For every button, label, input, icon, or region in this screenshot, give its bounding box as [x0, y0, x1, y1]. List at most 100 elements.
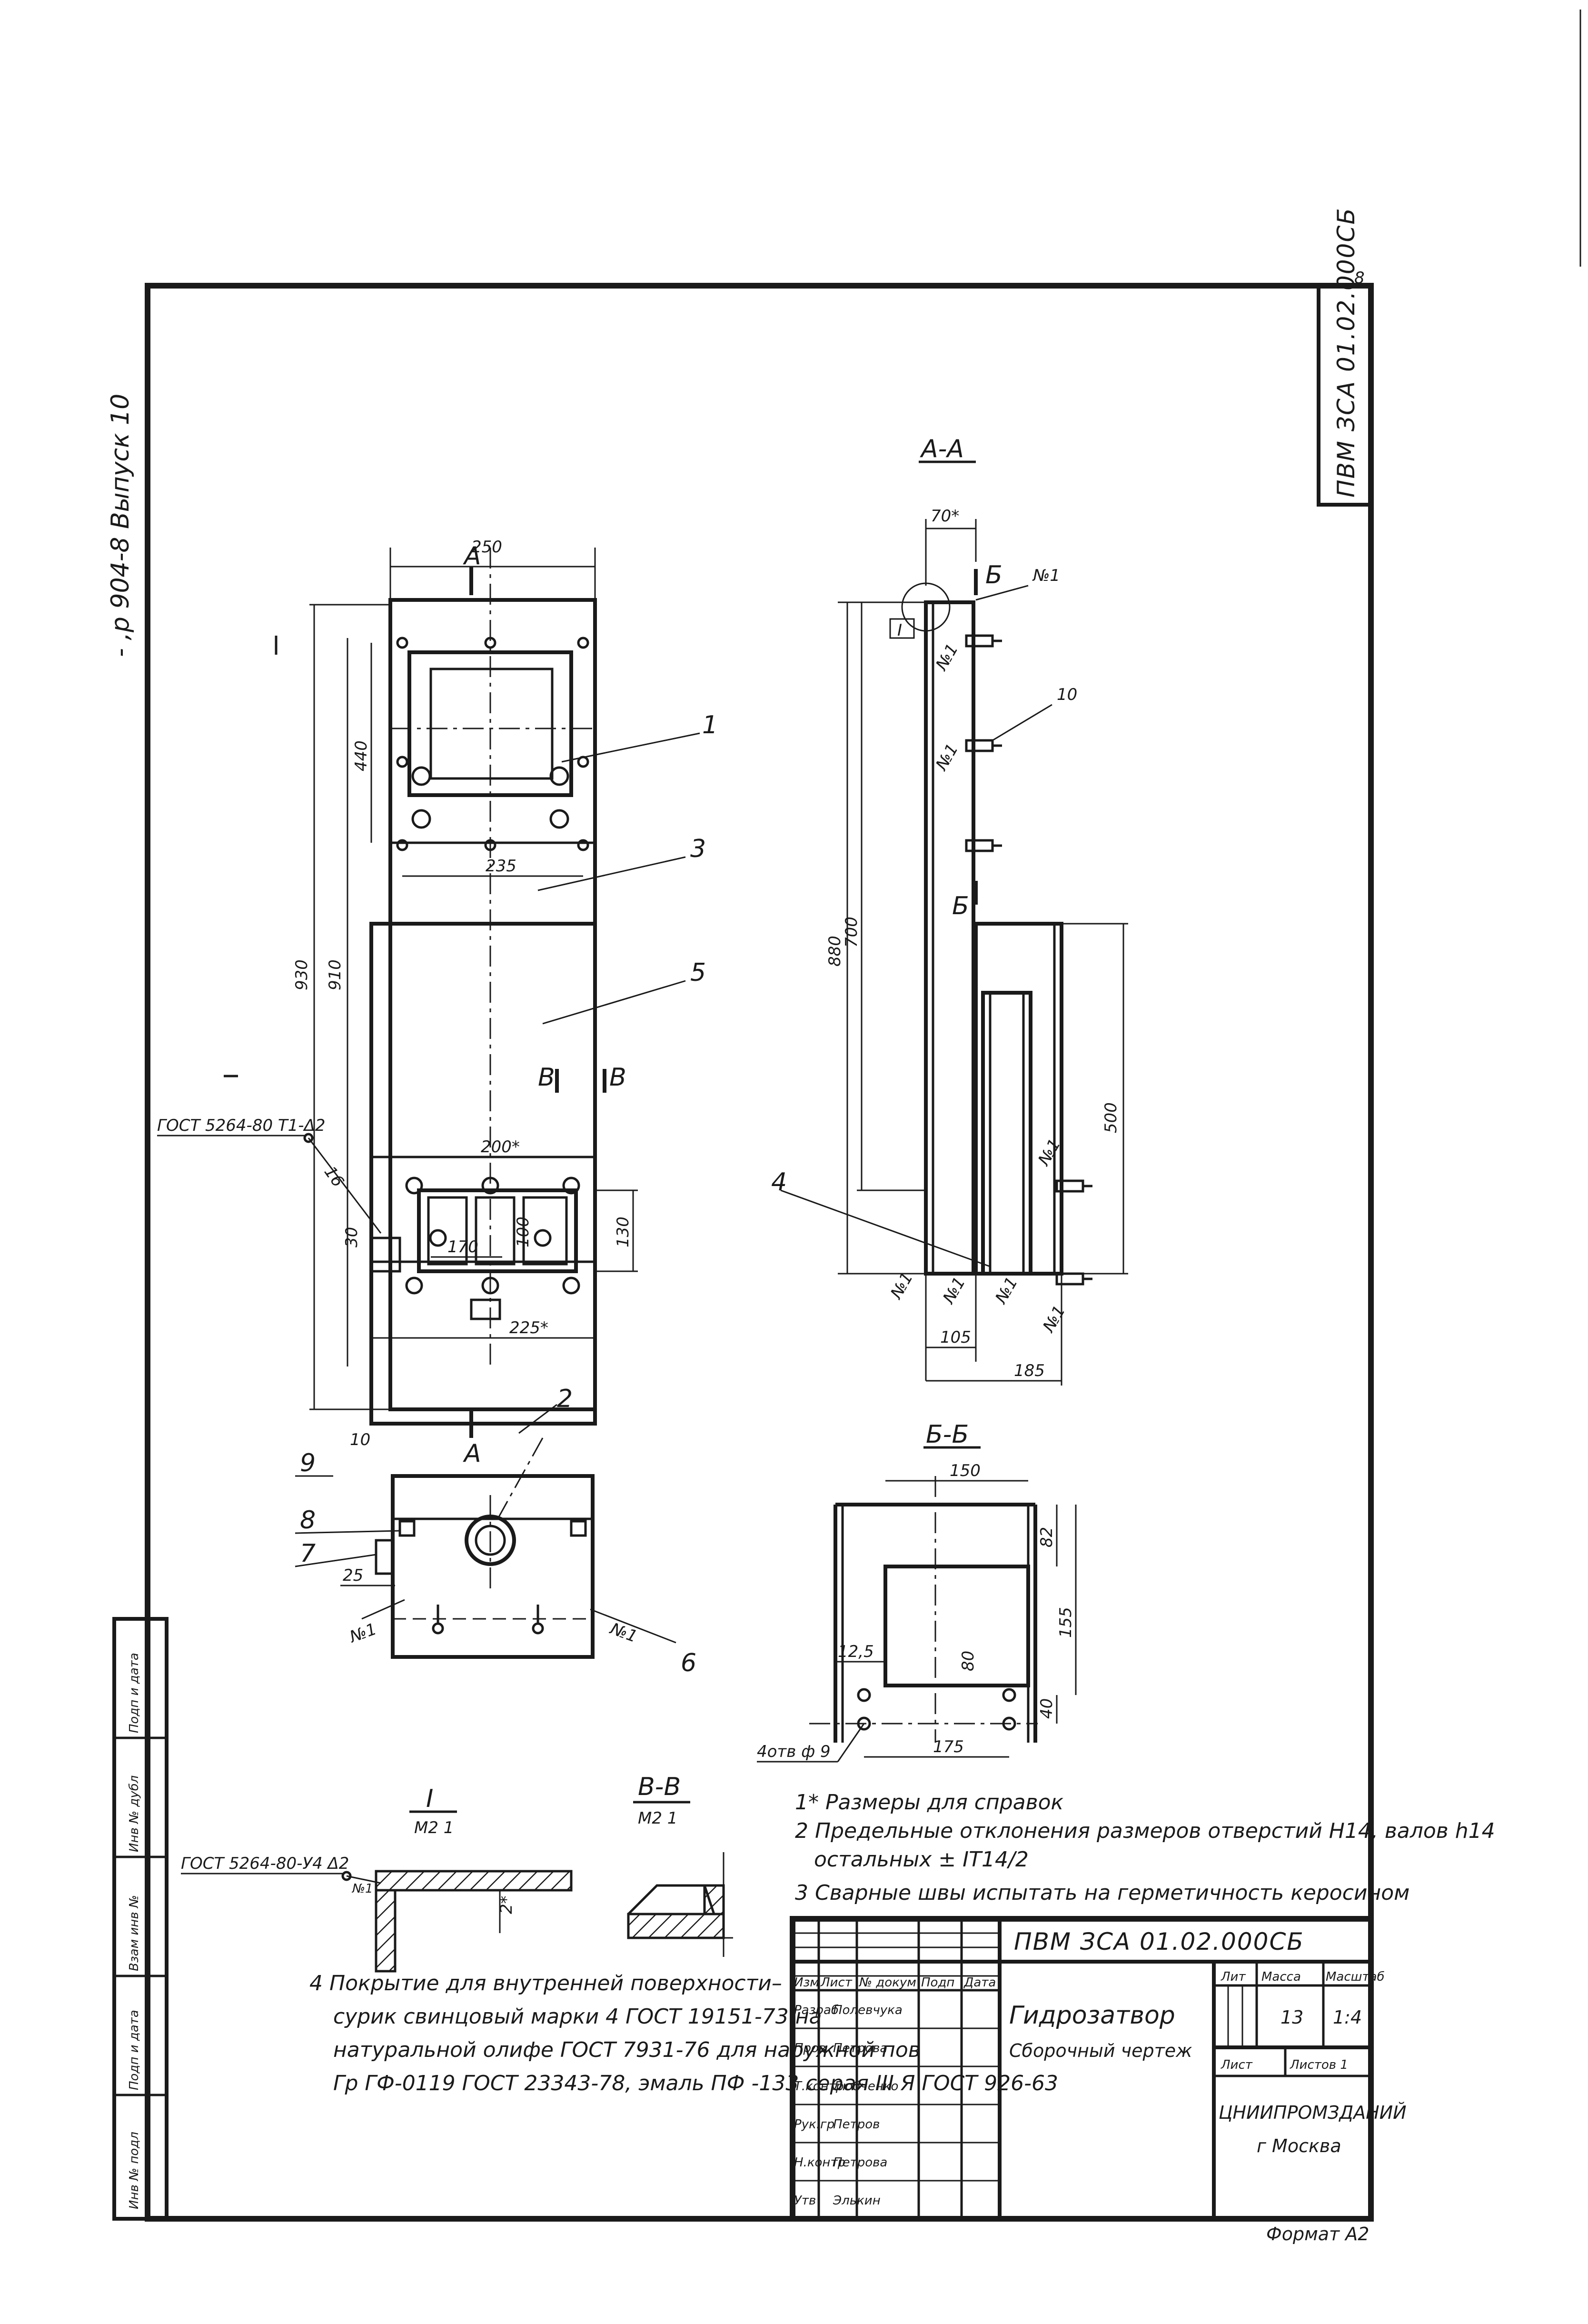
dim-front-250: 250 — [471, 538, 502, 557]
aa-balloon-10: 10 — [1057, 685, 1077, 704]
dim-front-16: 16 — [320, 1163, 348, 1190]
strip-label-0: Инв № подл — [127, 2132, 141, 2209]
strip-label-4: Подп и дата — [127, 1653, 141, 1733]
detail-scale: М2 1 — [414, 1818, 454, 1837]
detail-weld-sym: №1 — [351, 1882, 373, 1896]
tb-name-5: Элькин — [833, 2194, 881, 2208]
dim-front-200: 200* — [481, 1137, 520, 1157]
tb-hdr-scale: Масштаб — [1326, 1970, 1385, 1984]
dim-aa-185: 185 — [1014, 1361, 1045, 1380]
aa-bolts — [965, 634, 1092, 1286]
tb-role-1: Пров — [794, 2041, 826, 2055]
section-mark-v-left: В — [538, 1063, 555, 1092]
dim-bb-82: 82 — [1037, 1527, 1056, 1547]
tb-hdr-lit: Лит — [1221, 1970, 1246, 1984]
section-mark-v-right: В — [609, 1063, 626, 1092]
note-4b: сурик свинцовый марки 4 ГОСТ 19151-73 на — [333, 2005, 822, 2029]
tb-hdr-list: Лист — [820, 1975, 853, 1990]
tb-sheets: Листов 1 — [1290, 2058, 1348, 2072]
tb-hdr-izm: Изм — [794, 1975, 819, 1990]
aa-weld-8: №1 — [1032, 566, 1060, 585]
tb-role-5: Утв — [794, 2194, 816, 2208]
aa-weld-2: №1 — [932, 740, 962, 774]
balloon-8: 8 — [300, 1506, 316, 1535]
detail-weld-gost: ГОСТ 5264-80-У4 Δ2 — [181, 1854, 349, 1873]
front-view: А А В В 250 235 930 910 440 200* 170 100 — [157, 538, 718, 1468]
section-bb: Б-Б 150 82 155 40 12,5 80 175 4отв ф 9 — [757, 1420, 1077, 1763]
tb-scale: 1:4 — [1333, 2007, 1362, 2028]
section-aa: А-А I Б Б — [771, 435, 1128, 1386]
dim-front-170: 170 — [447, 1237, 478, 1257]
tb-mass: 13 — [1280, 2007, 1303, 2028]
dim-aa-500: 500 — [1102, 1102, 1121, 1133]
aa-weld-4: №1 — [939, 1274, 969, 1307]
left-approval-strip: Инв № подл Подп и дата Взам инв № Инв № … — [112, 1617, 169, 2221]
top-code-text: ПВМ ЗСА 01.02.000СБ — [1332, 207, 1360, 498]
dim-bb-175: 175 — [933, 1737, 964, 1756]
sheet-format: Формат А2 — [1266, 2224, 1369, 2244]
tb-name: Гидрозатвор — [1009, 2001, 1175, 2030]
tb-hdr-mass: Масса — [1261, 1970, 1301, 1984]
vv-title: В-В — [638, 1773, 681, 1801]
vv-scale: М2 1 — [638, 1809, 677, 1828]
dim-aa-70: 70* — [931, 507, 959, 526]
detail-dim: 2* — [497, 1895, 516, 1914]
tb-name-4: Петрова — [833, 2155, 887, 2170]
technical-notes: 1* Размеры для справок 2 Предельные откл… — [309, 1790, 1495, 2095]
dim-bb-80: 80 — [959, 1651, 978, 1671]
aa-section-mark-b-bottom: Б — [952, 892, 969, 920]
tb-name-0: Полевчука — [833, 2003, 903, 2017]
side-text: - ,р 904-8 Выпуск 10 — [106, 394, 135, 657]
strip-label-3: Инв № дубл — [127, 1775, 141, 1852]
aa-title: А-А — [920, 435, 964, 463]
aa-weld-6: №1 — [1039, 1302, 1069, 1336]
section-mark-a-bottom: А — [463, 1439, 481, 1468]
note-1: 1* Размеры для справок — [795, 1790, 1063, 1815]
detail-title: I — [426, 1785, 433, 1813]
tb-role-3: Рук.гр — [794, 2117, 834, 2132]
balloon-2: 2 — [557, 1385, 573, 1413]
tb-sheet: Лист — [1221, 2058, 1253, 2072]
dim-front-930: 930 — [292, 959, 311, 990]
front-bolt-holes-top — [396, 637, 589, 851]
dim-front-30: 30 — [342, 1227, 361, 1247]
dim-bb-holes: 4отв ф 9 — [757, 1742, 831, 1761]
tb-doc-type: Сборочный чертеж — [1009, 2040, 1192, 2061]
dim-aa-880: 880 — [825, 936, 844, 967]
tb-organization: ЦНИИПРОМЗДАНИЙ — [1219, 2102, 1407, 2123]
note-4a: 4 Покрытие для внутренней поверхности– — [309, 1971, 782, 1995]
dim-bb-12-5: 12,5 — [838, 1642, 874, 1661]
front-weld-gost: ГОСТ 5264-80 Т1-Δ2 — [157, 1116, 325, 1135]
dim-bb-150: 150 — [950, 1461, 981, 1480]
dim-front-225: 225* — [509, 1318, 548, 1337]
tb-role-2: Т.контр — [794, 2079, 844, 2094]
note-2a: 2 Предельные отклонения размеров отверст… — [795, 1819, 1495, 1843]
weld-label-25: 25 — [343, 1566, 363, 1585]
note-4d: Гр ГФ-0119 ГОСТ 23343-78, эмаль ПФ -133 … — [333, 2071, 1058, 2095]
dim-front-235: 235 — [486, 857, 516, 876]
detail-marker: I — [897, 621, 902, 640]
detail-i: I М2 1 2* ГОСТ 5264-80-У4 Δ2 №1 — [181, 1785, 573, 1973]
top-code-box — [1317, 284, 1373, 507]
section-vv: В-В М2 1 — [627, 1773, 733, 1957]
tb-hdr-sign: Подп — [921, 1975, 954, 1990]
tb-name-2: Любченко — [833, 2079, 898, 2094]
weld-label-10: 10 — [350, 1430, 370, 1449]
balloon-6: 6 — [681, 1649, 696, 1677]
dim-aa-105: 105 — [940, 1328, 971, 1347]
dim-front-130: 130 — [614, 1217, 633, 1247]
balloon-9: 9 — [300, 1449, 316, 1477]
dim-front-100: 100 — [514, 1217, 533, 1247]
balloon-1: 1 — [702, 711, 718, 739]
tb-hdr-date: Дата — [963, 1975, 996, 1990]
front-bolt-holes-bottom — [405, 1177, 580, 1295]
tb-name-1: Петрова — [833, 2041, 887, 2055]
aa-weld-5: №1 — [991, 1274, 1022, 1307]
tb-role-4: Н.контр — [794, 2155, 845, 2170]
bottom-view: 2 9 8 7 10 25 №1 №1 6 — [295, 1385, 696, 1677]
tb-hdr-doc: № докум — [858, 1975, 916, 1990]
dim-bb-155: 155 — [1056, 1607, 1075, 1638]
note-4c: натуральной олифе ГОСТ 7931-76 для наруж… — [333, 2038, 921, 2062]
tb-name-3: Петров — [833, 2117, 880, 2132]
